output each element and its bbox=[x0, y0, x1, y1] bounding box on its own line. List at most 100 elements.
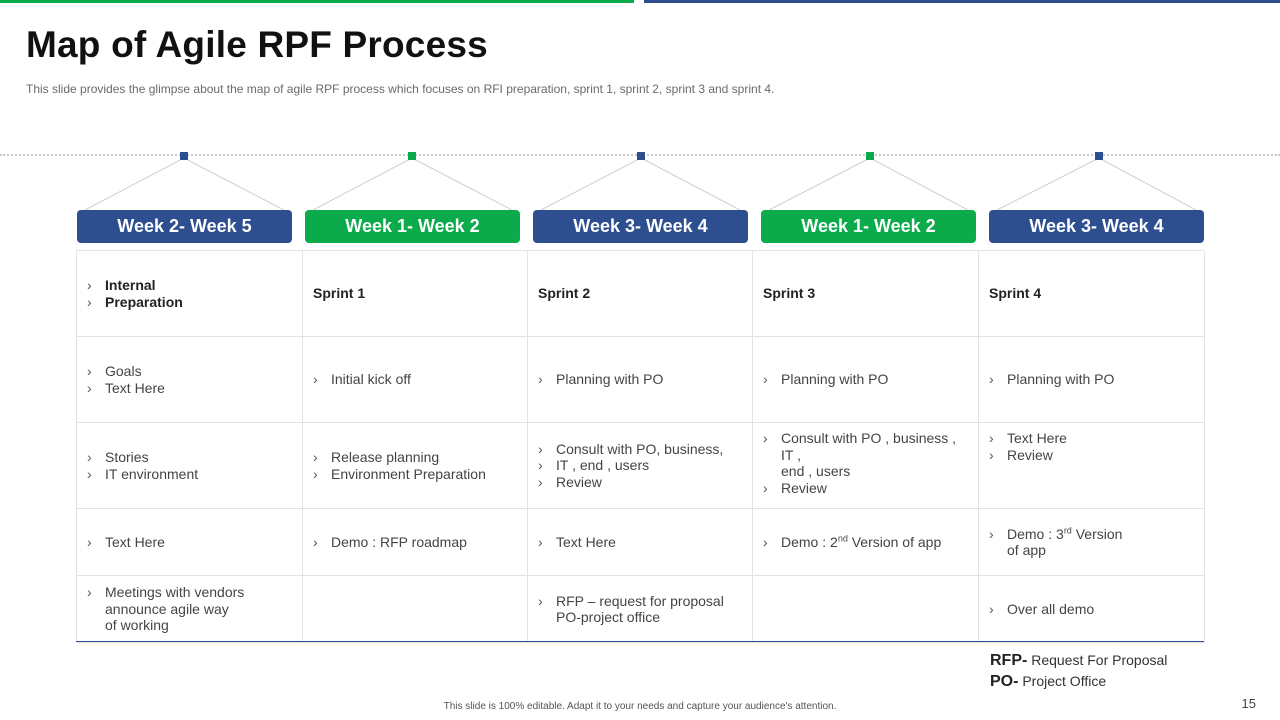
table-cell-r5-c3: ›RFP – request for proposal PO-project o… bbox=[528, 576, 753, 643]
chevron-right-icon: › bbox=[87, 379, 92, 396]
table-cell-r2-c5: ›Planning with PO bbox=[979, 337, 1205, 423]
table-cell-r2-c4: › Planning with PO bbox=[753, 337, 979, 423]
list-item-text: Internal bbox=[105, 277, 156, 293]
list-item: ›Stories bbox=[87, 449, 292, 466]
list-item: › Demo : 3rd Version of app bbox=[989, 524, 1194, 559]
timeline-marker-2 bbox=[408, 152, 416, 160]
slide-subtitle: This slide provides the glimpse about th… bbox=[26, 82, 775, 96]
timeline-marker-4 bbox=[866, 152, 874, 160]
connector-line-3-2 bbox=[640, 157, 741, 211]
week-header-4: Week 1- Week 2 bbox=[761, 210, 976, 243]
top-accent-blue bbox=[644, 0, 1280, 3]
top-accent-green bbox=[0, 0, 634, 3]
chevron-right-icon: › bbox=[989, 446, 994, 463]
connector-line-1-2 bbox=[183, 157, 285, 211]
legend-abbreviation: RFP- bbox=[990, 652, 1028, 669]
list-item-text: Review bbox=[781, 479, 827, 496]
list-item-text: Demo : RFP roadmap bbox=[331, 533, 467, 550]
ordinal-suffix: rd bbox=[1063, 524, 1072, 535]
list-item: › Text Here bbox=[538, 534, 742, 551]
chevron-right-icon: › bbox=[538, 533, 543, 550]
table-cell-r2-c3: ›Planning with PO bbox=[528, 337, 753, 423]
list-item: ›Planning with PO bbox=[989, 371, 1194, 388]
timeline-marker-3 bbox=[637, 152, 645, 160]
list-item-text: Goals bbox=[105, 363, 142, 379]
list-item-text: Planning with PO bbox=[781, 371, 889, 388]
cell-text: Sprint 1 bbox=[313, 285, 366, 302]
legend-abbreviation: PO- bbox=[990, 673, 1019, 690]
list-item-text: IT environment bbox=[105, 465, 199, 482]
table-cell-r4-c1: › Text Here bbox=[77, 509, 303, 576]
list-item: ›Over all demo bbox=[989, 601, 1194, 618]
list-item: › Text Here bbox=[989, 430, 1194, 447]
list-item: ›IT , end , users bbox=[538, 457, 742, 474]
chevron-right-icon: › bbox=[763, 479, 768, 496]
chevron-right-icon: › bbox=[87, 277, 92, 293]
list-item: ›Planning with PO bbox=[538, 371, 742, 388]
connector-line-1-1 bbox=[84, 157, 185, 211]
list-item-text: Consult with PO , business , IT , end , … bbox=[781, 430, 957, 479]
table-cell-r4-c5: › Demo : 3rd Version of app bbox=[979, 509, 1205, 576]
chevron-right-icon: › bbox=[989, 525, 994, 542]
chevron-right-icon: › bbox=[87, 533, 92, 550]
timeline-marker-1 bbox=[180, 152, 188, 160]
list-item-text: IT , end , users bbox=[556, 457, 650, 474]
list-item: ›Initial kick off bbox=[313, 371, 517, 388]
chevron-right-icon: › bbox=[989, 430, 994, 446]
week-header-1: Week 2- Week 5 bbox=[77, 210, 292, 243]
chevron-right-icon: › bbox=[763, 430, 768, 446]
list-item-text: Review bbox=[1007, 446, 1053, 463]
chevron-right-icon: › bbox=[87, 584, 92, 601]
legend-definition: Request For Proposal bbox=[1027, 652, 1168, 668]
list-item-text: Over all demo bbox=[1007, 600, 1095, 617]
chevron-right-icon: › bbox=[87, 293, 92, 310]
table-cell-r2-c1: ›Goals›Text Here bbox=[77, 337, 303, 423]
chevron-right-icon: › bbox=[538, 473, 543, 490]
list-item: ›Consult with PO, business, bbox=[538, 441, 742, 458]
list-item-text: Text Here bbox=[105, 379, 165, 396]
chevron-right-icon: › bbox=[313, 533, 318, 550]
table-cell-r4-c3: › Text Here bbox=[528, 509, 753, 576]
table-bottom-line bbox=[76, 641, 1204, 642]
list-item: › Planning with PO bbox=[763, 371, 968, 388]
list-item-text: Demo : 2nd Version of app bbox=[781, 533, 942, 550]
list-item-text: Text Here bbox=[105, 533, 165, 550]
connector-line-3-1 bbox=[540, 157, 642, 211]
table-cell-r3-c4: › Consult with PO , business , IT , end ,… bbox=[753, 423, 979, 509]
list-item: › Internal bbox=[87, 277, 292, 294]
chevron-right-icon: › bbox=[763, 371, 768, 388]
chevron-right-icon: › bbox=[989, 371, 994, 388]
chevron-right-icon: › bbox=[313, 371, 318, 388]
ordinal-suffix: nd bbox=[837, 533, 848, 544]
list-item: ›Review bbox=[538, 474, 742, 491]
list-item-text: Preparation bbox=[105, 293, 183, 310]
list-item-text: Planning with PO bbox=[556, 371, 664, 388]
table-cell-r5-c5: ›Over all demo bbox=[979, 576, 1205, 643]
footer-note: This slide is 100% editable. Adapt it to… bbox=[443, 701, 837, 712]
timeline-marker-5 bbox=[1095, 152, 1103, 160]
table-cell-r2-c2: ›Initial kick off bbox=[303, 337, 528, 423]
list-item-text: Text Here bbox=[556, 533, 616, 550]
connector-line-5-2 bbox=[1098, 157, 1197, 211]
list-item-text: Text Here bbox=[1007, 430, 1067, 446]
chevron-right-icon: › bbox=[538, 592, 543, 609]
week-header-2: Week 1- Week 2 bbox=[305, 210, 520, 243]
legend-definition: Project Office bbox=[1018, 673, 1107, 689]
chevron-right-icon: › bbox=[763, 533, 768, 550]
list-item-text: Meetings with vendors announce agile way… bbox=[105, 584, 245, 634]
list-item-text: Demo : 3rd Version of app bbox=[1007, 524, 1123, 558]
slide-title: Map of Agile RPF Process bbox=[26, 24, 488, 65]
chevron-right-icon: › bbox=[538, 440, 543, 457]
list-item: › Consult with PO , business , IT , end ,… bbox=[763, 430, 968, 480]
connector-line-4-1 bbox=[768, 157, 871, 211]
table-cell-r1-c3: Sprint 2 bbox=[528, 251, 753, 337]
list-item: ›RFP – request for proposal PO-project o… bbox=[538, 593, 742, 626]
list-item: › Review bbox=[763, 480, 968, 497]
legend-entry-1: RFP- Request For Proposal bbox=[990, 650, 1167, 671]
table-cell-r5-c2 bbox=[303, 576, 528, 643]
list-item-text: Stories bbox=[105, 449, 149, 465]
list-item: ›Release planning bbox=[313, 449, 517, 466]
legend-entry-2: PO- Project Office bbox=[990, 671, 1167, 692]
